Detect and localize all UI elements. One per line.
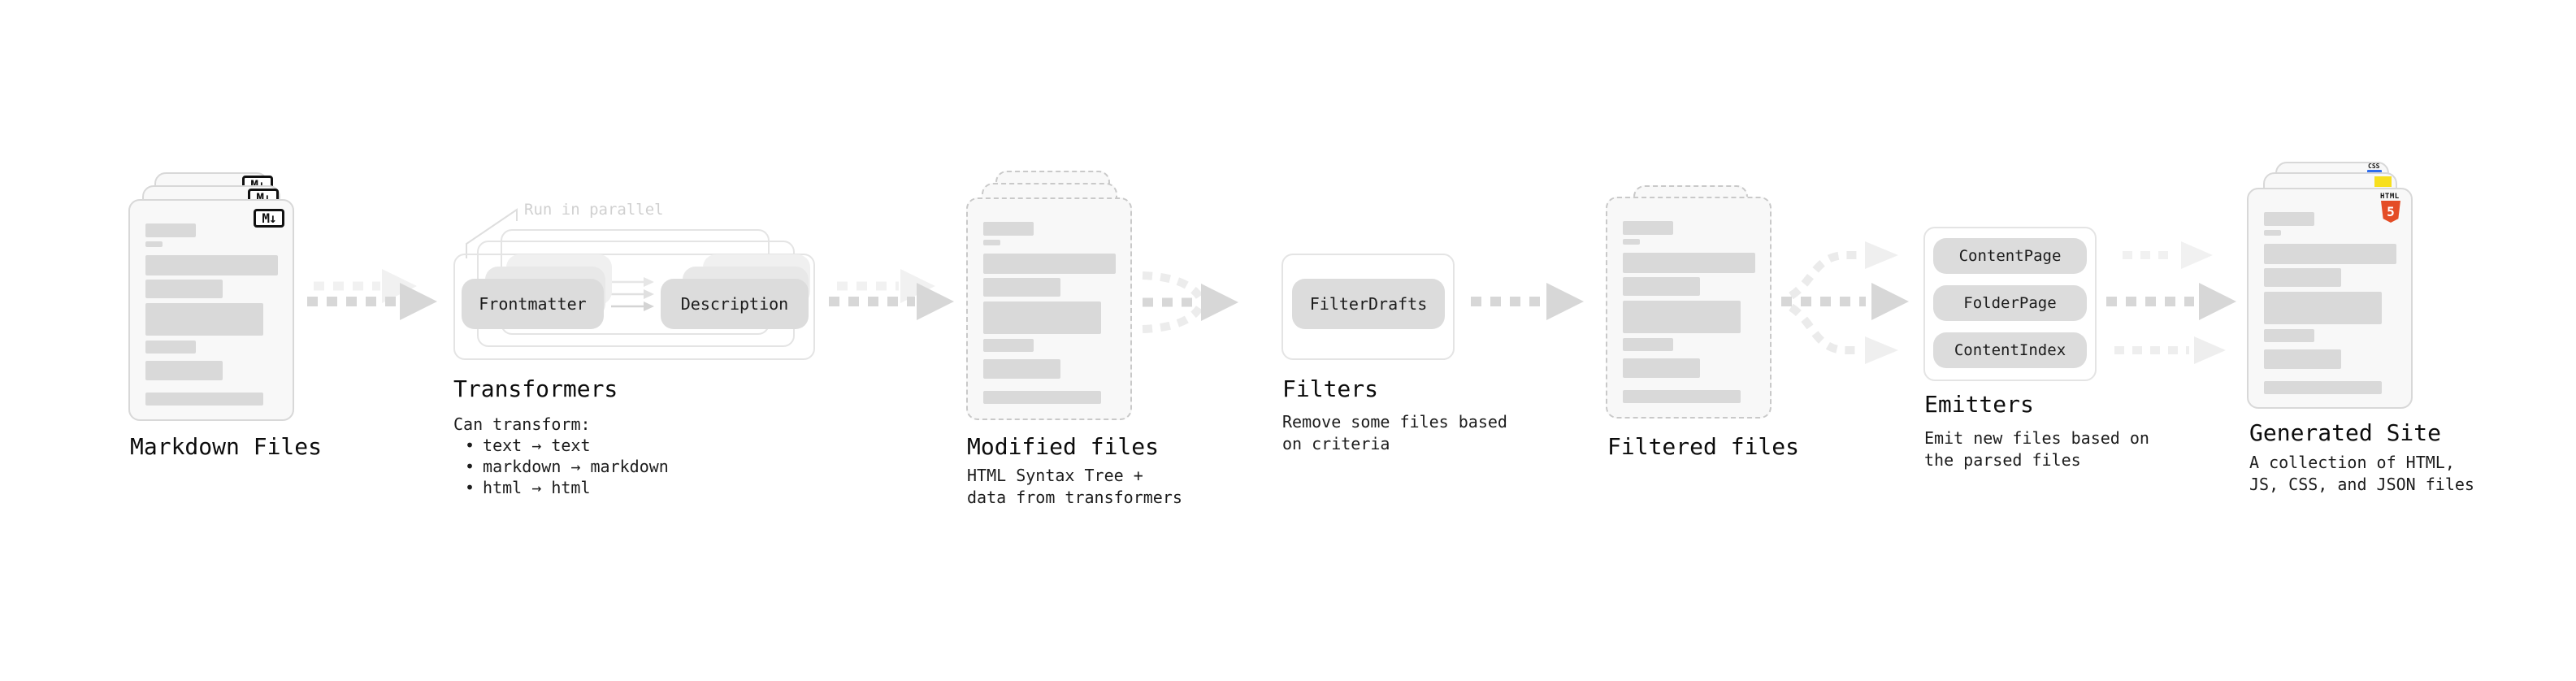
transformer-box-front — [453, 254, 815, 360]
arrow-emitters-to-generated — [2106, 241, 2236, 364]
stage-label-emitters: Emitters — [1924, 391, 2034, 418]
text-placeholder-bar — [1623, 253, 1755, 273]
text-placeholder-bar — [2264, 212, 2314, 226]
stage-subtitle-modified-files: HTML Syntax Tree + data from transformer… — [967, 466, 1182, 507]
html5-icon: 5 — [2381, 201, 2400, 223]
arrow-filters-to-filtered — [1471, 283, 1584, 320]
text-placeholder-bar — [1623, 221, 1673, 235]
markdown-icon: M↓ — [254, 209, 284, 228]
run-in-parallel-note: Run in parallel — [524, 201, 664, 219]
bullet-dot: • — [465, 457, 475, 476]
description-pill: Description — [661, 279, 809, 329]
stage-label-generated-site: Generated Site — [2249, 419, 2442, 446]
text-placeholder-bar — [1623, 358, 1700, 378]
can-transform-note: Can transform: • text → text • markdown … — [453, 414, 669, 498]
bullet-dot: • — [465, 478, 475, 497]
text-placeholder-bar — [2264, 329, 2314, 342]
frontmatter-pill: Frontmatter — [462, 279, 604, 329]
contentindex-pill: ContentIndex — [1933, 332, 2087, 368]
text-placeholder-bar — [2264, 230, 2281, 236]
arrow-modified-to-filters — [1142, 271, 1238, 333]
file-card-front — [966, 197, 1132, 420]
text-placeholder-bar — [1623, 338, 1673, 351]
text-placeholder-bar — [2264, 292, 2382, 324]
text-placeholder-bar — [983, 339, 1034, 352]
text-placeholder-bar — [145, 255, 278, 275]
text-placeholder-bar — [145, 223, 196, 237]
can-transform-title: Can transform: — [453, 414, 591, 434]
css-icon: CSS — [2368, 163, 2380, 170]
text-placeholder-bar — [2264, 268, 2341, 287]
text-placeholder-bar — [145, 303, 263, 336]
filters-box — [1281, 254, 1455, 360]
stage-label-filtered-files: Filtered files — [1607, 433, 1800, 460]
text-placeholder-bar — [983, 301, 1101, 334]
text-placeholder-bar — [983, 359, 1060, 379]
text-placeholder-bar — [983, 254, 1116, 274]
bullet-dot: • — [465, 436, 475, 455]
bullet-text: html → html — [483, 478, 591, 497]
text-placeholder-bar — [1623, 390, 1741, 403]
html5-icon-word: HTML — [2380, 193, 2400, 201]
stage-subtitle-emitters: Emit new files based on the parsed files — [1924, 428, 2149, 470]
text-placeholder-bar — [145, 280, 223, 298]
transform-bullet: • text → text — [453, 435, 669, 456]
text-placeholder-bar — [983, 222, 1034, 236]
text-placeholder-bar — [983, 240, 1000, 245]
file-card-front — [128, 199, 294, 421]
stage-subtitle-generated-site: A collection of HTML, JS, CSS, and JSON … — [2249, 453, 2474, 494]
js-icon — [2374, 176, 2392, 187]
stage-label-transformers: Transformers — [453, 375, 618, 402]
transform-bullet: • markdown → markdown — [453, 456, 669, 477]
arrow-markdown-to-transformers — [307, 269, 437, 320]
text-placeholder-bar — [1623, 301, 1741, 333]
text-placeholder-bar — [145, 393, 263, 406]
bullet-text: text → text — [483, 436, 591, 455]
text-placeholder-bar — [983, 391, 1101, 404]
text-placeholder-bar — [983, 278, 1060, 297]
stage-label-filters: Filters — [1282, 375, 1379, 402]
stage-label-markdown-files: Markdown Files — [130, 433, 323, 460]
text-placeholder-bar — [1623, 239, 1640, 245]
text-placeholder-bar — [145, 241, 163, 247]
transform-bullet: • html → html — [453, 477, 669, 498]
filterdrafts-pill: FilterDrafts — [1292, 279, 1445, 329]
text-placeholder-bar — [2264, 381, 2382, 394]
text-placeholder-bar — [145, 361, 223, 380]
emitters-box — [1923, 227, 2097, 381]
text-placeholder-bar — [145, 340, 196, 354]
file-card-front — [1606, 197, 1772, 419]
text-placeholder-bar — [2264, 244, 2396, 264]
arrow-filtered-to-emitters — [1781, 241, 1909, 364]
arrow-transformers-to-modified — [829, 269, 954, 320]
text-placeholder-bar — [1623, 277, 1700, 296]
stage-subtitle-filters: Remove some files based on criteria — [1282, 412, 1507, 453]
stage-label-modified-files: Modified files — [967, 433, 1160, 460]
text-placeholder-bar — [2264, 349, 2341, 369]
bullet-text: markdown → markdown — [483, 457, 669, 476]
css-icon-underline — [2367, 170, 2382, 173]
folderpage-pill: FolderPage — [1933, 285, 2087, 321]
file-card-front — [2247, 188, 2413, 409]
contentpage-pill: ContentPage — [1933, 238, 2087, 274]
